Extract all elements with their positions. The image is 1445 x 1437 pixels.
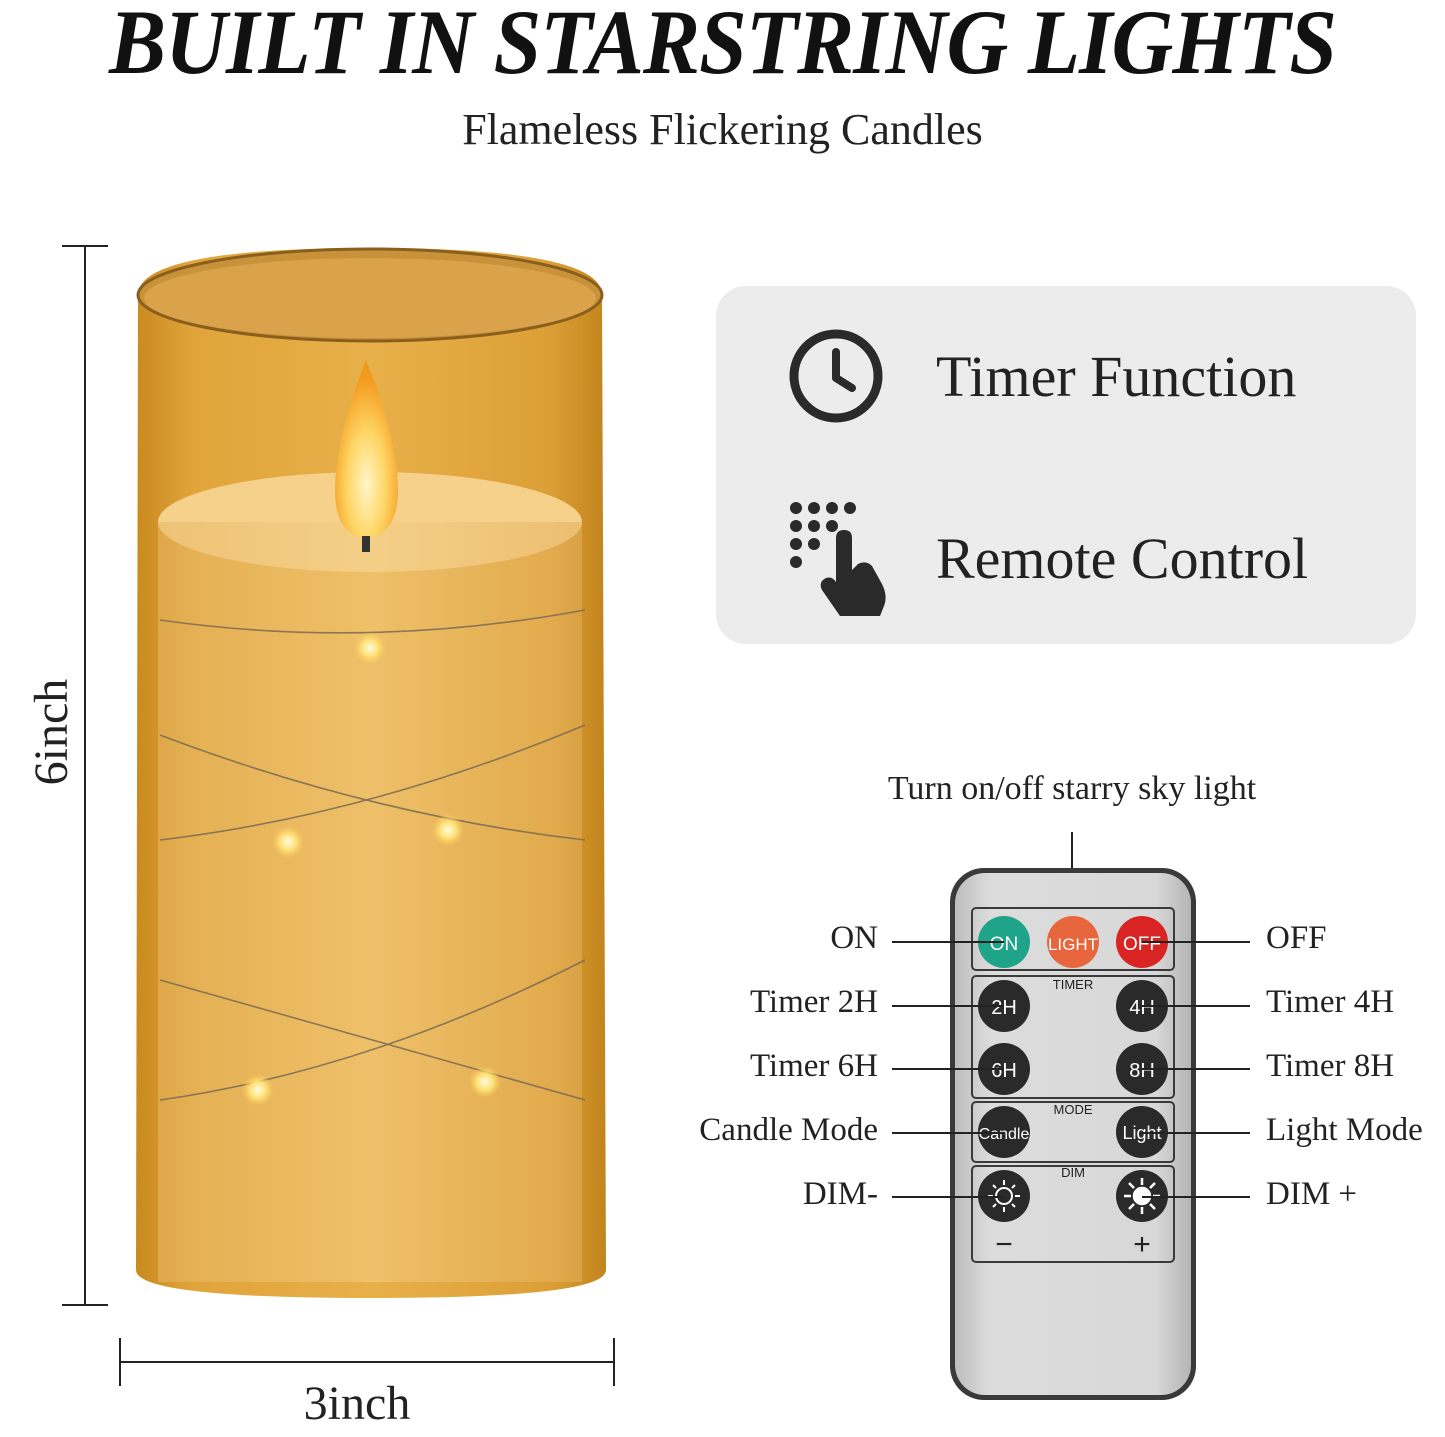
remote-candle-button <box>978 1106 1030 1158</box>
remote-6h-text: 6H <box>991 1060 1017 1082</box>
remote-minus-text: − <box>995 1228 1013 1261</box>
callout-off: OFF <box>1266 920 1327 956</box>
leader-timer-2h <box>892 1005 1004 1007</box>
width-dimension-line <box>119 1361 615 1363</box>
callout-timer-2h: Timer 2H <box>749 984 878 1020</box>
callout-timer-4h: Timer 4H <box>1266 984 1395 1020</box>
callout-dim-minus: DIM- <box>802 1176 878 1212</box>
callout-dim-plus: DIM + <box>1266 1176 1358 1212</box>
callout-candle-mode: Candle Mode <box>699 1112 878 1148</box>
remote-mode-section: MODE <box>1054 1102 1093 1117</box>
callout-on: ON <box>830 920 878 956</box>
remote-on-button <box>978 916 1030 968</box>
feature-timer: Timer Function <box>784 324 1296 428</box>
remote-plus-text: + <box>1133 1228 1151 1261</box>
feature-remote-label: Remote Control <box>936 525 1309 591</box>
remote-4h-text: 4H <box>1129 997 1155 1019</box>
feature-timer-label: Timer Function <box>936 343 1297 409</box>
remote-light-button <box>1047 916 1099 968</box>
remote-2h-button <box>978 980 1030 1032</box>
flame-icon <box>335 360 398 538</box>
leader-candle-mode <box>892 1132 1004 1134</box>
candle-illustration <box>136 247 606 1298</box>
leader-light-mode <box>1142 1132 1250 1134</box>
remote-control: ON LIGHT OFF TIMER 2H 4H 6H 8H MODE Cand… <box>950 868 1196 1400</box>
remote-off-text: OFF <box>1123 934 1161 955</box>
remote-2h-text: 2H <box>991 997 1017 1019</box>
clock-icon <box>784 324 888 428</box>
remote-6h-button <box>978 1043 1030 1095</box>
leader-dim-minus <box>892 1196 1004 1198</box>
height-dimension-bottom-tick <box>62 1304 108 1306</box>
page-title: BUILT IN STARSTRING LIGHTS <box>108 0 1337 93</box>
width-dimension-right-tick <box>613 1338 615 1386</box>
starstring-leds <box>242 632 501 1106</box>
feature-card: Timer Function Remote Control <box>716 286 1416 644</box>
remote-dim-section: DIM <box>1061 1165 1085 1180</box>
callout-timer-6h: Timer 6H <box>749 1048 878 1084</box>
page-subtitle: Flameless Flickering Candles <box>462 105 983 154</box>
remote-light-caption: Turn on/off starry sky light <box>887 770 1257 807</box>
feature-remote: Remote Control <box>784 502 1309 616</box>
remote-on-text: ON <box>990 934 1019 955</box>
leader-off <box>1142 941 1250 943</box>
leader-timer-8h <box>1142 1068 1250 1070</box>
width-dimension-label: 3inch <box>303 1377 411 1430</box>
callout-timer-8h: Timer 8H <box>1266 1048 1395 1084</box>
height-dimension-line <box>84 245 86 1305</box>
remote-8h-text: 8H <box>1129 1060 1155 1082</box>
remote-touch-icon <box>784 502 888 616</box>
remote-light-text: LIGHT <box>1048 935 1098 954</box>
leader-dim-plus <box>1142 1196 1250 1198</box>
remote-candle-text: Candle <box>979 1126 1030 1143</box>
leader-timer-4h <box>1142 1005 1250 1007</box>
remote-timer-section: TIMER <box>1053 977 1093 992</box>
callout-light-mode: Light Mode <box>1266 1112 1423 1148</box>
leader-on <box>892 941 1004 943</box>
height-dimension-label: 6inch <box>25 678 78 786</box>
remote-dim-minus-button <box>978 1170 1030 1222</box>
leader-timer-6h <box>892 1068 1004 1070</box>
